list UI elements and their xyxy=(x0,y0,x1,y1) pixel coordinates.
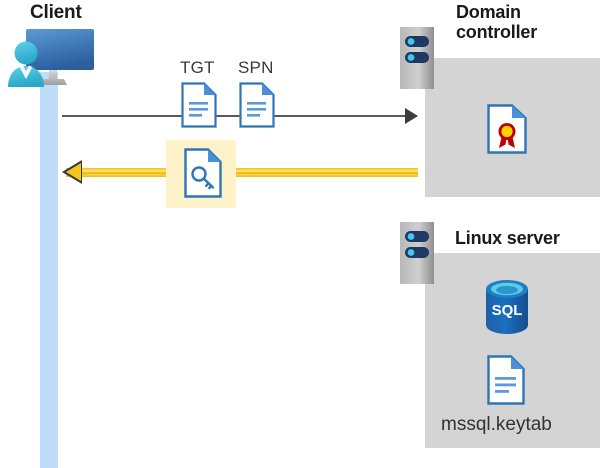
svg-text:SQL: SQL xyxy=(492,302,523,319)
request-arrow-head-icon xyxy=(405,108,418,124)
certificate-document-icon xyxy=(487,104,527,154)
domain-controller-title-line2: controller xyxy=(456,22,538,43)
client-lifeline xyxy=(40,72,58,468)
client-title: Client xyxy=(30,2,82,23)
linux-server-title: Linux server xyxy=(455,228,560,248)
text-document-icon xyxy=(239,82,275,128)
keytab-file-label: mssql.keytab xyxy=(441,414,552,435)
domain-controller-title: Domain controller xyxy=(456,2,596,42)
server-rack-icon xyxy=(400,222,434,284)
server-rack-icon xyxy=(400,27,434,89)
spn-label: SPN xyxy=(238,58,274,77)
sql-database-icon: SQL xyxy=(484,279,530,335)
text-document-icon xyxy=(181,82,217,128)
key-document-icon xyxy=(184,148,222,198)
response-arrow-head-inner-icon xyxy=(66,163,81,181)
tgt-label: TGT xyxy=(180,58,215,77)
domain-controller-title-line1: Domain xyxy=(456,2,521,22)
user-computer-icon xyxy=(5,25,97,87)
response-arrow-line xyxy=(66,168,418,177)
keytab-document-icon xyxy=(487,355,525,405)
